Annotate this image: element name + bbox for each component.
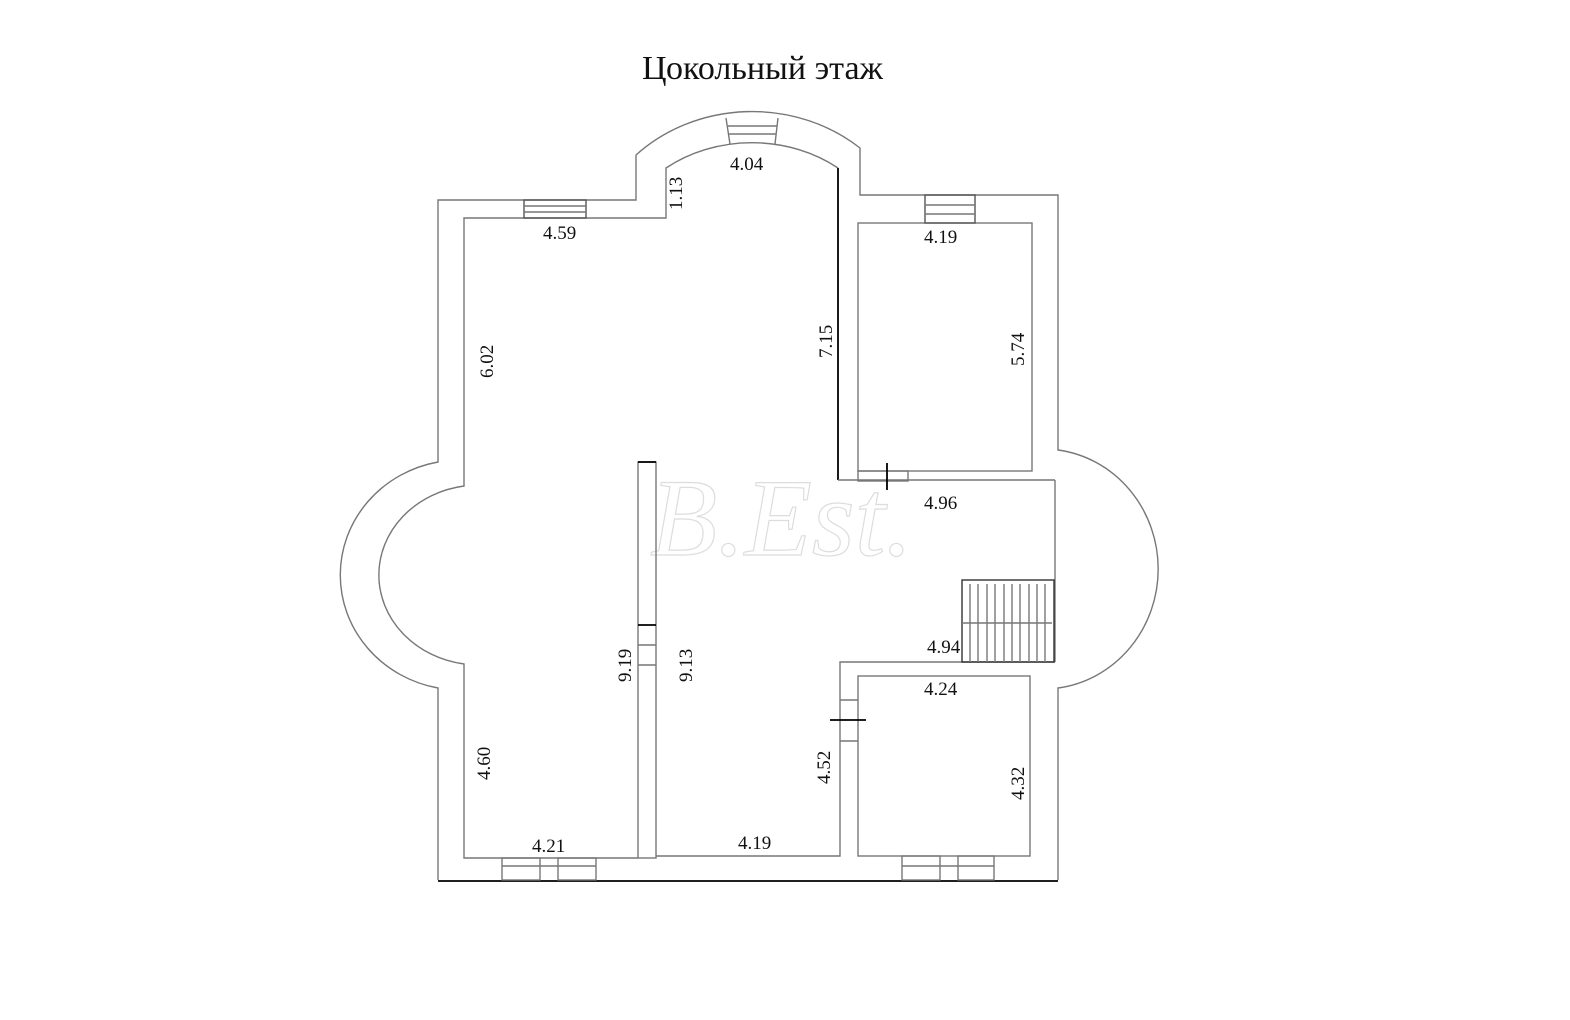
dim-bay-depth: 1.13 <box>666 177 687 210</box>
dim-bottom-center-height: 4.52 <box>814 751 835 784</box>
window-bottom-right <box>901 855 995 881</box>
window-top-left <box>523 199 587 219</box>
dim-bottom-right-height: 4.32 <box>1008 767 1029 800</box>
dim-bottom-left-height: 4.60 <box>474 747 495 780</box>
dim-right-room-width: 4.19 <box>924 227 957 248</box>
dim-bottom-left-width: 4.21 <box>532 836 565 857</box>
dim-bottom-right-width: 4.24 <box>924 679 958 700</box>
window-bottom-left <box>501 857 597 881</box>
dim-bottom-center-width: 4.19 <box>738 833 771 854</box>
outer-wall <box>339 110 1159 880</box>
stairs <box>961 579 1055 663</box>
dim-wall-length: 7.15 <box>816 325 837 358</box>
dim-hall-width: 4.96 <box>924 493 957 514</box>
plan-title: Цокольный этаж <box>641 50 884 87</box>
dim-top-left-width: 4.59 <box>543 223 576 244</box>
watermark: B.Est. <box>650 457 913 579</box>
dim-top-left-height: 6.02 <box>477 345 498 378</box>
room-right-top <box>857 222 1033 472</box>
room-bottom-right <box>857 675 1031 857</box>
dim-center-height: 9.13 <box>676 649 697 682</box>
dim-bay-top-width: 4.04 <box>730 154 764 175</box>
dim-left-height-total: 9.19 <box>615 649 636 682</box>
window-bay <box>725 117 779 145</box>
center-room-wall <box>656 661 1055 857</box>
dim-stair-width: 4.94 <box>927 637 961 658</box>
window-top-right <box>924 194 976 224</box>
door-right-top <box>857 470 909 482</box>
inner-wall-left <box>378 142 839 859</box>
dim-right-room-height: 5.74 <box>1008 332 1029 366</box>
